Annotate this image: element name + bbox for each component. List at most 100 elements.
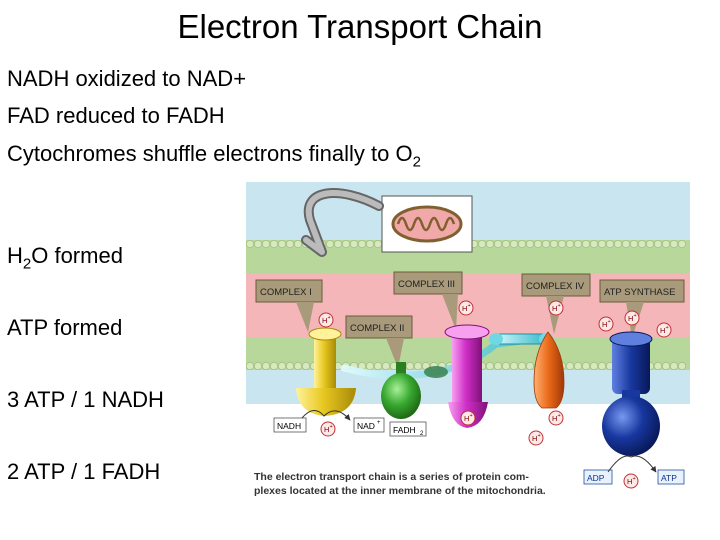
bullet-atp-formed: ATP formed <box>7 315 123 340</box>
proton-circle <box>548 300 564 316</box>
phospholipid-head <box>278 240 286 248</box>
proton-charge: + <box>633 476 636 482</box>
nadh-box-frame <box>273 417 307 433</box>
phospholipid-head <box>510 362 518 370</box>
phospholipid-head <box>566 240 574 248</box>
phospholipid-head <box>262 240 270 248</box>
phospholipid-head <box>678 240 686 248</box>
proton-charge: + <box>468 303 471 309</box>
atp-synthase-f1 <box>602 396 660 456</box>
slide-title: Electron Transport Chain <box>177 8 543 45</box>
proton: H+ <box>548 300 564 316</box>
figure-caption-line2: plexes located at the inner membrane of … <box>254 485 546 497</box>
proton-label: H <box>660 326 665 335</box>
proton-label: H <box>628 314 633 323</box>
bullet-cytochromes-text: Cytochromes shuffle electrons finally to… <box>7 141 413 166</box>
proton: H+ <box>318 312 334 328</box>
proton-circle <box>460 410 476 426</box>
phospholipid-head <box>670 240 678 248</box>
phospholipid-head <box>358 240 366 248</box>
oxygen-subscript: 2 <box>412 153 421 171</box>
proton: H+ <box>548 410 564 426</box>
complex-3-body <box>452 332 482 410</box>
complex-4-body <box>533 331 565 409</box>
phospholipid-head <box>590 240 598 248</box>
phospholipid-head <box>590 362 598 370</box>
adp-box-frame <box>583 469 613 485</box>
phospholipid-head <box>414 362 422 370</box>
atp-label: ATP <box>661 473 677 483</box>
atp-box: ATP <box>657 469 685 485</box>
adp-box: ADP <box>583 469 613 485</box>
proton-label: H <box>462 304 467 313</box>
complex-3-top <box>444 324 490 340</box>
callout-pointer <box>386 338 404 368</box>
proton: H+ <box>656 322 672 338</box>
phospholipid-head <box>598 240 606 248</box>
phospholipid-head <box>654 240 662 248</box>
callout-atp-synthase: ATP SYNTHASE <box>599 279 685 338</box>
bullet-nadh-yield: 3 ATP / 1 NADH <box>7 387 164 412</box>
proton-circle <box>624 310 640 326</box>
proton: H+ <box>460 410 476 426</box>
bullet-water-formed: H2O formed <box>7 243 123 272</box>
proton-charge: + <box>608 319 611 325</box>
etc-figure: COMPLEX I COMPLEX II COMPLEX III COMPLEX… <box>246 182 690 516</box>
nadh-oxidation-arrow <box>301 410 351 421</box>
proton-circle <box>548 410 564 426</box>
complex-3 <box>444 324 490 428</box>
phospholipid-head <box>678 362 686 370</box>
proton-charge: + <box>328 315 331 321</box>
proton-label: H <box>464 414 469 423</box>
proton-label: H <box>532 434 537 443</box>
mitochondrion-cristae <box>396 216 456 232</box>
complex-4 <box>533 331 565 409</box>
phospholipid-head <box>254 362 262 370</box>
phospholipid-head <box>270 362 278 370</box>
phospholipid-head <box>270 240 278 248</box>
atp-synthase-fo <box>612 338 650 394</box>
phospholipid-head <box>582 240 590 248</box>
complex-1-base <box>296 388 356 416</box>
proton-charge: + <box>558 303 561 309</box>
cytochrome-c-dot <box>489 333 503 345</box>
proton: H+ <box>598 316 614 332</box>
phospholipid-head <box>342 240 350 248</box>
phospholipid-head <box>630 240 638 248</box>
complex-1-top <box>308 327 342 341</box>
phospholipid-head <box>526 240 534 248</box>
fadh-box-frame <box>389 421 427 437</box>
phospholipid-head <box>286 240 294 248</box>
proton-circle <box>320 421 336 437</box>
phospholipid-head <box>502 362 510 370</box>
complex-2-label: COMPLEX II <box>350 323 404 334</box>
callout-complex-3: COMPLEX III <box>393 271 463 330</box>
phospholipid-head <box>646 240 654 248</box>
mitochondrion-icon <box>391 205 463 243</box>
phospholipid-head <box>366 362 374 370</box>
phospholipid-head <box>366 240 374 248</box>
phospholipid-head <box>246 362 254 370</box>
proton-circle <box>458 300 474 316</box>
phospholipid-head <box>286 362 294 370</box>
phospholipid-head <box>294 240 302 248</box>
phospholipid-head <box>534 240 542 248</box>
phospholipid-head <box>574 362 582 370</box>
phospholipid-head <box>638 240 646 248</box>
phospholipid-head <box>486 362 494 370</box>
phospholipid-head <box>510 240 518 248</box>
phospholipid-head <box>262 362 270 370</box>
phospholipid-head <box>326 240 334 248</box>
complex-1-stem <box>314 330 336 400</box>
complex-2 <box>381 362 421 419</box>
complex-1-label: COMPLEX I <box>260 287 312 298</box>
callout-pointer <box>442 294 458 330</box>
phospholipid-head <box>350 240 358 248</box>
water-rest: O formed <box>31 243 123 268</box>
proton: H+ <box>320 421 336 437</box>
proton: H+ <box>624 310 640 326</box>
fadh-label: FADH <box>393 425 416 435</box>
callout-box <box>255 279 323 303</box>
proton-circle <box>318 312 334 328</box>
etc-diagram: COMPLEX I COMPLEX II COMPLEX III COMPLEX… <box>246 182 690 516</box>
